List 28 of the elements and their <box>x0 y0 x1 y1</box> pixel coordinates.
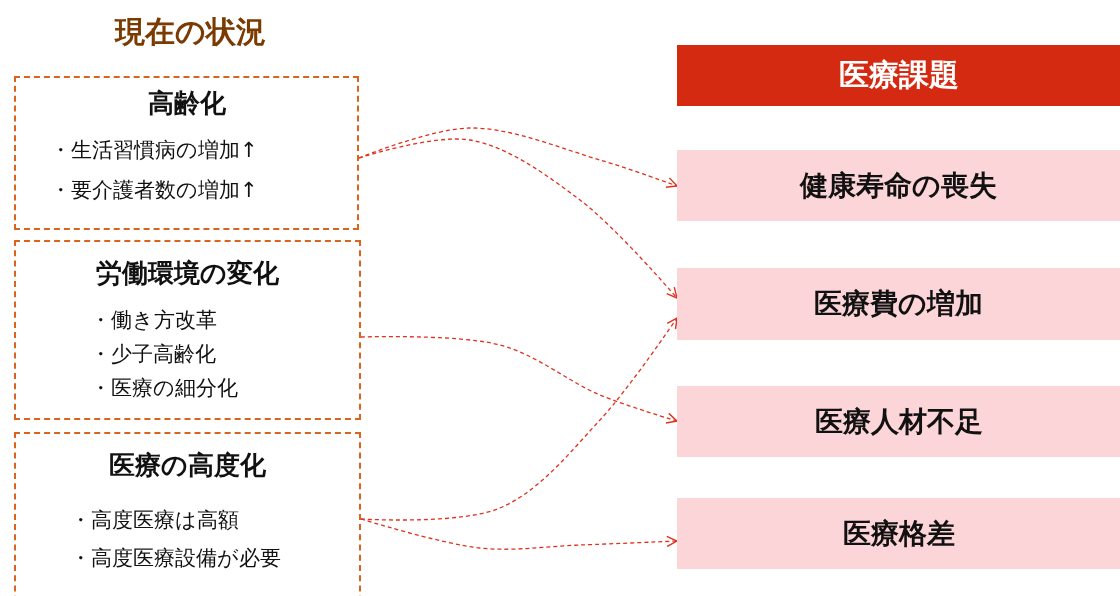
issue-box <box>677 386 1120 457</box>
bullet-text: ・働き方改革 <box>90 307 217 334</box>
dashed-box <box>14 240 361 420</box>
bullet-text: ・医療の細分化 <box>90 375 238 402</box>
issue-box <box>677 150 1120 221</box>
dashed-arrow <box>360 335 678 424</box>
issue-text: 医療費の増加 <box>814 286 983 322</box>
dashed-arrow <box>358 138 678 299</box>
box-heading: 医療の高度化 <box>108 449 267 482</box>
box-heading: 高齢化 <box>146 87 227 120</box>
bullet-text: ・高度医療設備が必要 <box>70 545 281 572</box>
issue-text: 医療人材不足 <box>814 403 983 440</box>
heading: 現在の状況 <box>113 13 267 51</box>
header-text: 医療課題 <box>838 56 959 94</box>
issue-text: 医療格差 <box>842 515 955 552</box>
dashed-box <box>14 76 359 230</box>
bullet-text: ・生活習慣病の増加↑ <box>50 137 258 164</box>
dashed-arrow <box>360 518 678 550</box>
bullet-text: ・要介護者数の増加↑ <box>50 177 258 204</box>
bullet-text: ・高度医療は高額 <box>70 507 239 534</box>
dashed-arrow <box>358 127 678 188</box>
box-heading: 労働環境の変化 <box>95 257 280 290</box>
issue-box <box>677 268 1120 340</box>
issue-box <box>677 498 1120 569</box>
header-bar <box>677 45 1120 106</box>
dashed-arrow <box>360 317 678 521</box>
bullet-text: ・少子高齢化 <box>90 341 216 368</box>
issue-text: 健康寿命の喪失 <box>800 167 997 204</box>
